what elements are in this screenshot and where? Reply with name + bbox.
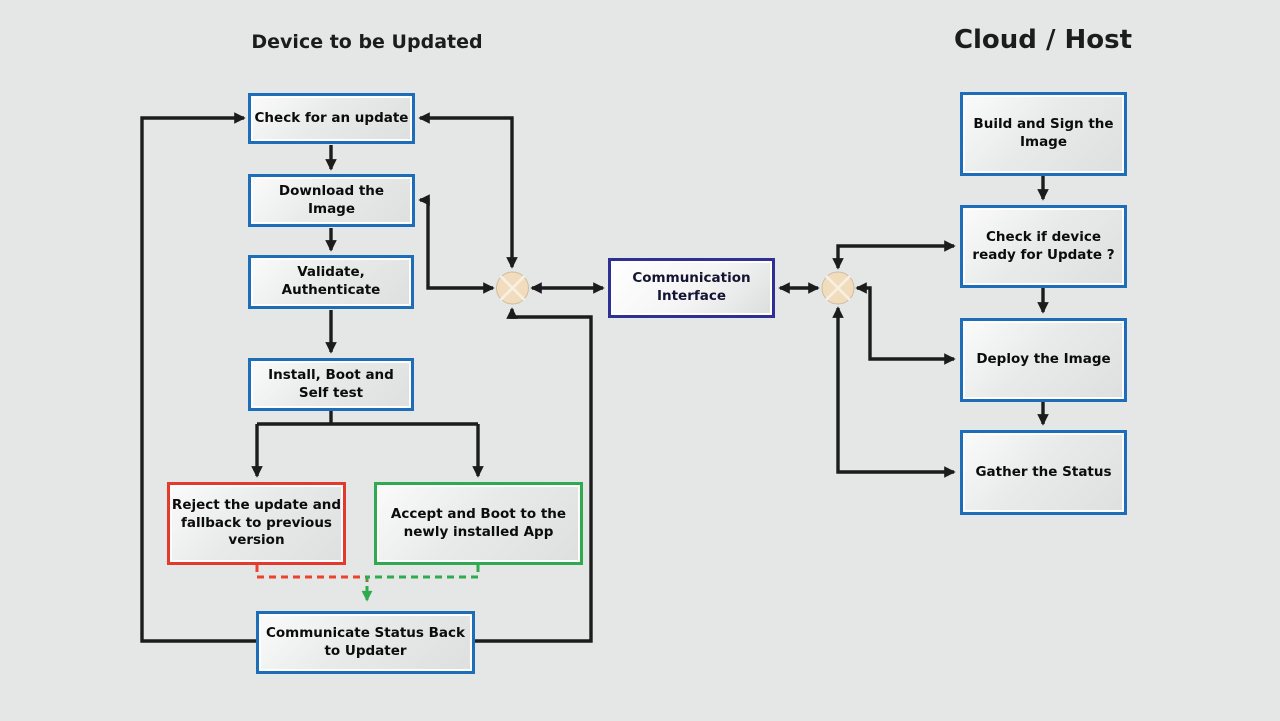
flow-node-validate-authenticate: Validate, Authenticate <box>248 255 414 309</box>
connector-check-junction <box>418 112 518 269</box>
node-label-line: newly installed App <box>403 523 554 540</box>
node-label-line: version <box>228 532 285 549</box>
node-label-line: to Updater <box>324 642 407 659</box>
section-title-device: Device to be Updated <box>251 31 483 53</box>
connector-junction-checkdevice <box>832 240 956 270</box>
node-label-line: Install, Boot and <box>268 366 394 383</box>
flow-node-deploy-image: Deploy the Image <box>960 318 1127 402</box>
connector-reject-status-dashed <box>255 565 369 587</box>
node-label-line: Authenticate <box>281 282 381 298</box>
node-label-line: Image <box>307 200 356 217</box>
node-label-line: Interface <box>656 288 727 304</box>
connector-junction-gather <box>832 306 956 478</box>
junction-crossover-right-icon <box>821 271 855 305</box>
flow-node-gather-status: Gather the Status <box>960 430 1127 515</box>
flow-node-reject-update: Reject the update and fallback to previo… <box>167 482 346 565</box>
node-label-line: Validate, <box>297 264 365 281</box>
connector-install-split <box>257 411 478 426</box>
flow-node-download-image: Download the Image <box>248 174 415 227</box>
flow-node-check-device-ready: Check if device ready for Update ? <box>960 205 1127 288</box>
flow-node-communicate-status: Communicate Status Back to Updater <box>256 611 475 674</box>
connector-download-junction <box>418 194 495 294</box>
node-label-line: Gather the Status <box>975 463 1112 480</box>
node-label-line: Build and Sign the <box>973 116 1114 133</box>
connector-feedback-loop <box>140 112 593 643</box>
section-title-cloud-host: Cloud / Host <box>953 25 1133 55</box>
node-label-line: Check if device <box>986 228 1101 245</box>
node-label-line: Deploy the Image <box>976 351 1111 368</box>
node-label-line: Download the <box>278 182 385 199</box>
flow-node-communication-interface: Communication Interface <box>608 258 775 318</box>
node-label-line: Communicate Status Back <box>265 624 466 641</box>
node-label-line: fallback to previous <box>181 514 332 531</box>
node-label-line: Self test <box>298 384 364 401</box>
connector-accept-status-dashed <box>361 565 480 602</box>
flow-node-build-sign-image: Build and Sign the Image <box>960 92 1127 176</box>
node-label-line: Check for an update <box>254 109 409 126</box>
junction-crossover-left-icon <box>496 271 529 305</box>
flow-node-install-boot-selftest: Install, Boot and Self test <box>248 358 414 411</box>
connector-junction-deploy <box>855 282 956 365</box>
node-label-line: Communication <box>632 270 751 287</box>
node-label-line: ready for Update ? <box>972 246 1115 263</box>
node-label-line: Reject the update and <box>171 496 342 513</box>
flow-node-check-for-update: Check for an update <box>248 93 415 144</box>
node-label-line: Image <box>1019 134 1068 150</box>
node-label-line: Accept and Boot to the <box>390 505 567 522</box>
flow-node-accept-boot: Accept and Boot to the newly installed A… <box>374 482 583 565</box>
